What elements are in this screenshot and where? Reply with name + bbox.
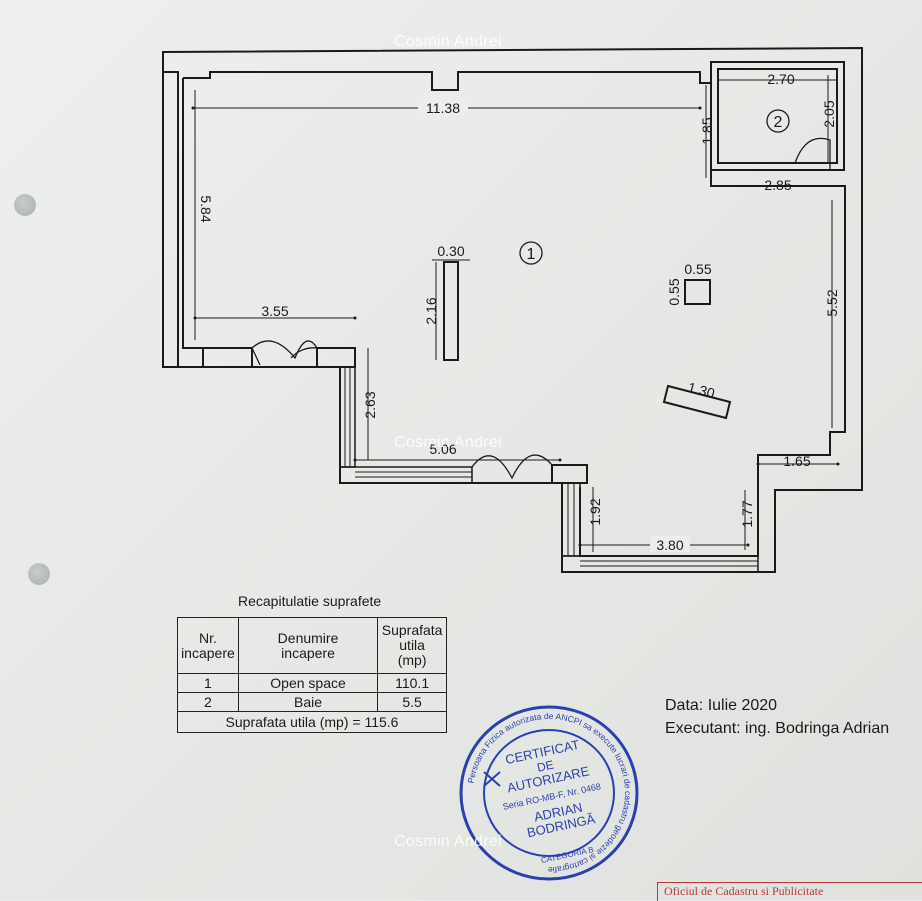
dim-pillar-width: 0.55 — [684, 261, 711, 277]
window-lower-vertical — [561, 482, 581, 557]
row-name: Baie — [237, 692, 379, 712]
header-area-line2: utila — [399, 637, 425, 653]
dimension-ticks — [191, 106, 840, 547]
header-area-line1: Suprafata — [381, 622, 443, 638]
bathroom-inner — [717, 68, 838, 164]
header-nr-line1: Nr. — [198, 629, 217, 646]
middle-door — [471, 454, 553, 480]
header-nr-line2: incapere — [181, 644, 235, 661]
entrance-door-leaf — [251, 340, 318, 360]
window-left-vertical — [339, 366, 356, 468]
inner-wall-left — [182, 78, 252, 349]
dim-column-width: 0.30 — [437, 243, 464, 259]
table-row: 1 Open space 110.1 — [177, 673, 447, 693]
signature-block: Data: Iulie 2020 Executant: ing. Bodring… — [665, 694, 889, 740]
row-area: 5.5 — [377, 692, 447, 712]
signature-date: Data: Iulie 2020 — [665, 697, 778, 714]
summary-header-row: Nr. incapere Denumire incapere Suprafata… — [177, 617, 447, 674]
authorization-stamp: Persoana Fizica autorizata de ANCPI sa e… — [456, 702, 642, 889]
room-1-marker — [519, 241, 543, 265]
row-nr: 1 — [177, 673, 239, 693]
header-name-line2: incapere — [281, 644, 335, 661]
dim-right-height: 5.52 — [824, 289, 840, 316]
pillar — [684, 279, 711, 305]
entrance-door-arc — [251, 347, 318, 366]
dim-bath-height-right: 2.05 — [821, 100, 837, 127]
summary-table: Nr. incapere Denumire incapere Suprafata… — [177, 617, 447, 733]
dim-column-length: 2.16 — [423, 297, 439, 324]
dim-right-step-height: 1.77 — [739, 500, 755, 527]
stamp-cross-mark — [483, 771, 501, 787]
wall-stub-left — [202, 347, 253, 368]
dim-middle-width: 5.06 — [429, 441, 456, 457]
window-bottom-horizontal — [561, 555, 759, 573]
table-row: 2 Baie 5.5 — [177, 692, 447, 712]
summary-title: Recapitulatie suprafete — [238, 593, 382, 609]
dim-bath-width-bottom: 2.85 — [764, 177, 791, 193]
wall-stub-right — [316, 347, 356, 368]
bathroom-door — [794, 137, 831, 170]
watermark-top: Cosmin Andrei — [394, 33, 502, 50]
watermark-bottom: Cosmin Andrei — [394, 833, 502, 850]
dim-bath-height-left: 1.85 — [699, 117, 715, 144]
header-nr: Nr. incapere — [177, 617, 239, 674]
dim-right-step-width: 1.65 — [783, 453, 810, 469]
dim-slab-length: 1.30 — [686, 379, 717, 402]
dim-step-height: 2.63 — [362, 391, 378, 418]
room-2-marker — [766, 109, 790, 133]
stamp-seal: Persoana Fizica autorizata de ANCPI sa e… — [459, 705, 639, 881]
dim-bath-width-top: 2.70 — [767, 71, 794, 87]
slab — [662, 384, 732, 420]
dim-top-width: 11.38 — [426, 100, 460, 116]
stamp-line-2: DE — [536, 758, 555, 775]
room-2-number: 2 — [774, 114, 783, 131]
signature-executant: Executant: ing. Bodringa Adrian — [665, 720, 890, 737]
bathroom-outer — [710, 61, 845, 171]
dim-lower-step-height: 1.92 — [587, 498, 603, 525]
header-area-line3: (mp) — [397, 652, 427, 668]
punch-hole-bottom — [28, 563, 50, 585]
office-stamp: Oficiul de Cadastru si Publicitate — [657, 882, 922, 901]
wall-stub-middle — [551, 464, 588, 484]
dimension-lines — [193, 75, 845, 552]
header-area: Suprafata utila (mp) — [377, 617, 447, 674]
row-nr: 2 — [177, 692, 239, 712]
label-bg — [650, 536, 690, 552]
label-bg — [418, 99, 468, 115]
room-1-number: 1 — [527, 246, 536, 263]
punch-hole-top — [14, 194, 36, 216]
header-name: Denumire incapere — [237, 617, 379, 674]
row-area: 110.1 — [377, 673, 447, 693]
dim-bottom-width: 3.80 — [656, 537, 683, 553]
dim-left-lower-width: 3.55 — [261, 303, 288, 319]
header-name-line1: Denumire — [277, 629, 339, 646]
dim-pillar-height: 0.55 — [666, 278, 682, 305]
summary-total: Suprafata utila (mp) = 115.6 — [177, 711, 447, 733]
row-name: Open space — [237, 673, 379, 693]
window-middle-horizontal — [339, 466, 473, 484]
summary-total-row: Suprafata utila (mp) = 115.6 — [177, 711, 447, 733]
column — [443, 261, 459, 361]
dim-left-height: 5.84 — [198, 195, 214, 222]
watermark-middle: Cosmin Andrei — [394, 434, 502, 451]
